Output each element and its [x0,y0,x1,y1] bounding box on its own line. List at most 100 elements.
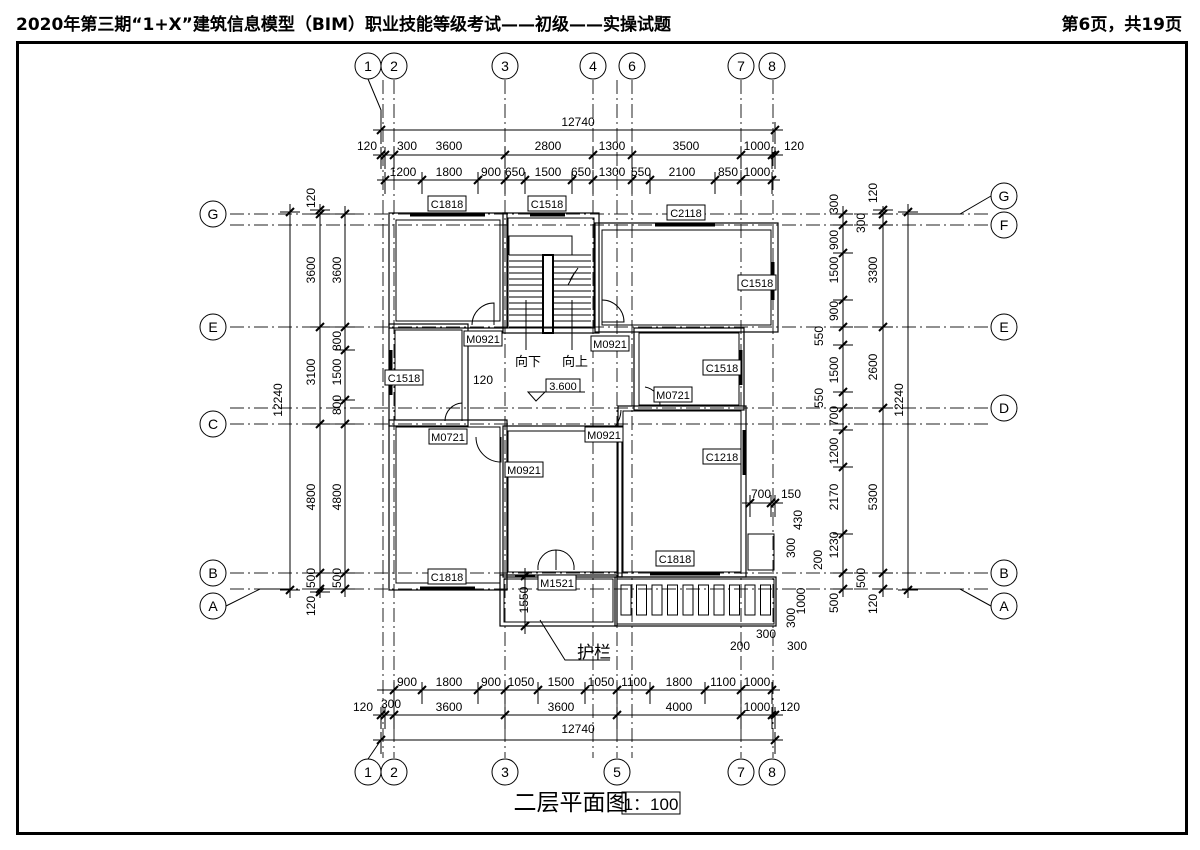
wall-inner [616,578,775,625]
opening-tag: M1521 [540,578,574,590]
dimension-text: 5300 [866,483,880,510]
dimension-text: 2170 [827,483,841,510]
axis-bubble [199,313,227,341]
opening-tag: C2118 [670,208,702,220]
axis-label: 2 [390,58,398,74]
axis-label: A [999,598,1009,614]
dimension-text: 1000 [794,587,808,614]
baluster [651,584,663,616]
axis-bubble [491,758,519,786]
dimension-text: 4800 [304,483,318,510]
dimension-text: 150 [781,487,801,501]
dimension-text: 900 [827,301,841,321]
axis-bubble [758,758,786,786]
dimension-text: 300 [784,608,798,628]
dimension-text: 120 [866,594,880,614]
dimension-text: 3600 [436,700,463,714]
stair-outline [508,235,573,255]
opening-tag-box [702,448,742,465]
baluster [682,584,694,616]
opening-tag: M0921 [587,430,621,442]
door-swing [444,402,463,422]
opening-tag-box [537,574,577,591]
dimension-text: 1500 [827,356,841,383]
opening-tag: C1518 [706,363,738,375]
axis-bubble [758,52,786,80]
dimension-text: 12240 [271,383,285,417]
axis-label: 2 [390,764,398,780]
dimension-text: 1000 [744,165,771,179]
axis-label: C [208,416,218,432]
dimension-text: 430 [791,510,805,530]
axis-label: 5 [613,764,621,780]
dimension-text: 200 [730,639,750,653]
axis-bubble [603,758,631,786]
wall-outline [594,222,779,333]
axis-label: B [999,565,1008,581]
axis-label: 1 [364,58,372,74]
dimension-text: 3300 [866,256,880,283]
elevation-box [545,378,581,393]
opening-tag-box [590,335,630,352]
wall-inner [507,217,595,329]
wall-outline [633,327,745,411]
door-swing [475,436,502,463]
dimension-text: 800 [330,331,344,351]
drawing-frame [16,41,1188,835]
opening-tag: M0921 [466,334,500,346]
dimension-text: 12740 [561,115,595,129]
baluster [744,584,756,616]
baluster [698,584,709,616]
page-number: 第6页，共19页 [1061,15,1183,35]
axis-bubble [618,52,646,80]
stair-up-label: 向上 [562,354,588,369]
elevation-text: 3.600 [549,381,577,393]
axis-label: 6 [628,58,636,74]
axis-bubble [990,211,1018,239]
wall-outline [388,419,508,591]
drawing-scale: 1：100 [624,795,679,814]
wall-outline [502,425,623,578]
dimension-text: 550 [812,326,826,346]
axis-bubble [990,313,1018,341]
opening-tag-box [427,568,467,585]
dimension-text: 700 [827,406,841,426]
dimension-text: 700 [751,487,771,501]
dimension-text: 3100 [304,358,318,385]
stair-down-label: 向下 [515,354,541,369]
stair-handrail [542,254,554,334]
dimension-text: 1550 [517,586,531,613]
leader-line [225,588,290,607]
dimension-text: 2800 [535,139,562,153]
door-swing [537,549,575,571]
drawing-title: 二层平面图 [514,789,629,815]
dimension-text: 300 [397,139,417,153]
dimension-text: 900 [827,230,841,250]
dimension-text: 500 [330,568,344,588]
axis-bubble [380,52,408,80]
dimension-text: 900 [481,165,501,179]
wall-inner [395,426,501,584]
axis-label: E [999,319,1008,335]
door-swing [601,299,625,323]
leader-line [367,78,382,130]
dimension-text: 12740 [561,722,595,736]
axis-label: B [208,565,217,581]
dimension-text: 120 [357,139,377,153]
dimension-text: 850 [718,165,738,179]
wall-inner [507,430,618,573]
opening-tag-box [653,386,693,403]
dimension-text: 300 [787,639,807,653]
wall-inner [622,410,742,573]
axis-label: 4 [589,58,597,74]
dimension-text: 1300 [599,165,626,179]
dimension-text: 3600 [304,256,318,283]
baluster [760,584,771,616]
axis-bubble [727,758,755,786]
opening-tag: C1218 [706,452,738,464]
axis-bubble [579,52,607,80]
dimension-text: 2600 [866,353,880,380]
dimension-text: 120 [866,183,880,203]
